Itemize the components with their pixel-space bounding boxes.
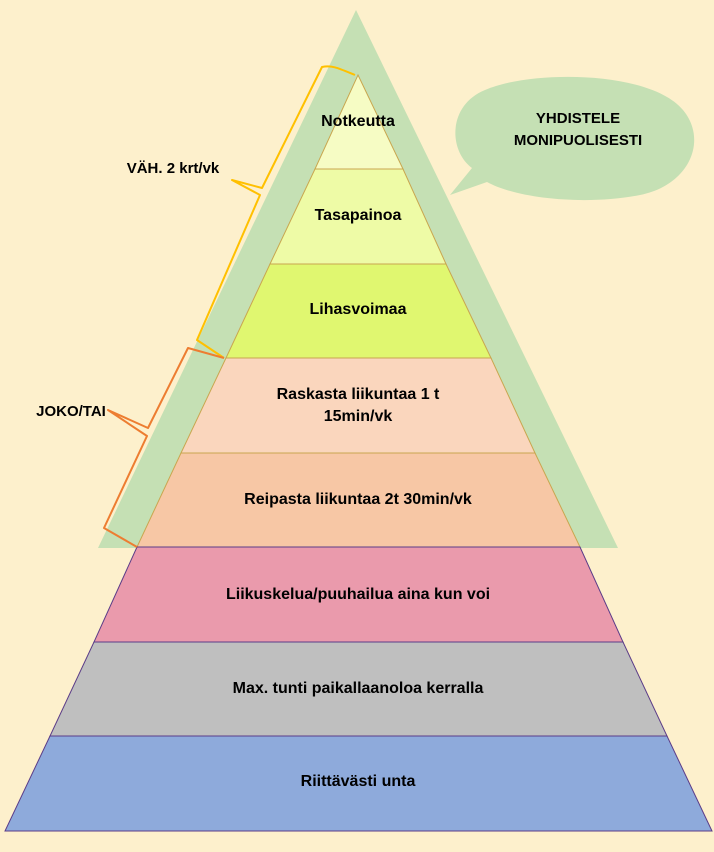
upper-bracket-label: VÄH. 2 krt/vk	[126, 160, 220, 177]
level-label-max-tunti: Max. tunti paikallaanoloa kerralla	[232, 680, 484, 697]
level-label-riittavasti: Riittävästi unta	[300, 773, 416, 790]
upper-bracket	[196, 65, 356, 359]
level-riittavasti	[4, 735, 713, 832]
speech-bubble	[450, 76, 695, 201]
level-label-raskasta: Raskasta liikuntaa 1 t 15min/vk	[276, 386, 440, 425]
level-label-liikuskelua: Liikuskelua/puuhailua aina kun voi	[225, 586, 491, 603]
level-label-notkeutta: Notkeutta	[321, 113, 395, 130]
callout-text: YHDISTELE MONIPUOLISESTI	[513, 110, 643, 149]
lower-bracket-label: JOKO/TAI	[36, 403, 106, 420]
level-label-tasapainoa: Tasapainoa	[314, 207, 402, 224]
level-label-reipasta: Reipasta liikuntaa 2t 30min/vk	[244, 491, 472, 508]
lower-bracket	[103, 347, 225, 548]
level-label-lihasvoimaa: Lihasvoimaa	[309, 301, 407, 318]
